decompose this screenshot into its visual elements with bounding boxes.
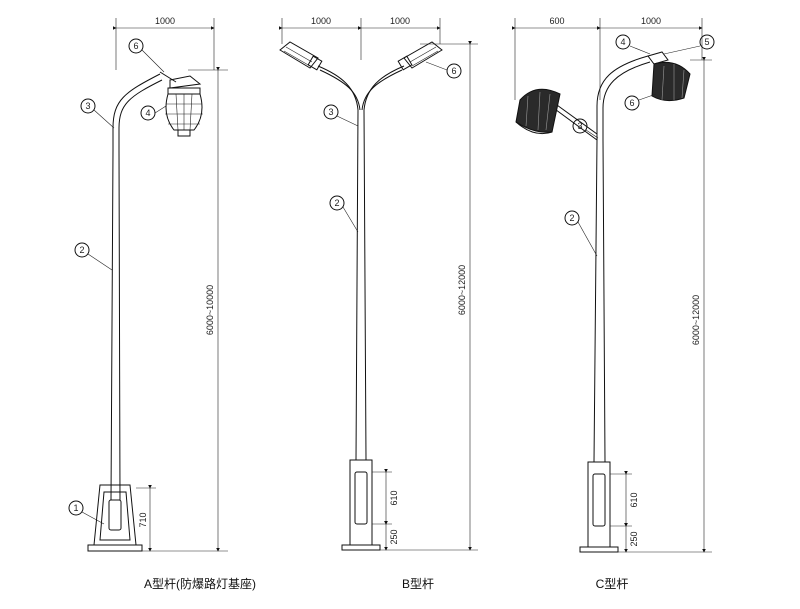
pole-c-arm-right: 1000 [641, 16, 661, 26]
callout-b-3: 3 [323, 104, 359, 127]
pole-b-base-gap: 250 [389, 529, 399, 544]
pole-b-base [341, 459, 381, 551]
pole-c-base [579, 461, 619, 553]
svg-text:3: 3 [328, 107, 333, 117]
svg-text:2: 2 [569, 213, 574, 223]
callout-a-4: 6 [128, 38, 165, 73]
svg-text:2: 2 [334, 198, 339, 208]
callout-a-6: 4 [140, 105, 167, 121]
callout-a-1: 1 [68, 500, 105, 525]
pole-a-base [87, 484, 143, 552]
pole-b-door-height: 610 [389, 490, 399, 505]
pole-a-height: 6000~10000 [205, 285, 215, 335]
callout-a-3: 3 [80, 98, 115, 129]
pole-c-arm-left: 600 [549, 16, 564, 26]
callout-c-5: 5 [663, 34, 715, 55]
pole-b: 1000 1000 6000 [279, 16, 478, 591]
pole-c: 600 1000 [512, 16, 715, 591]
caption-pole-a: A型杆(防爆路灯基座) [144, 576, 256, 591]
caption-pole-c: C型杆 [596, 577, 629, 591]
pole-a-base-height: 710 [138, 512, 148, 527]
svg-text:3: 3 [577, 121, 582, 131]
callout-b-6: 6 [425, 61, 462, 79]
pole-c-base-gap: 250 [629, 531, 639, 546]
dome-lamp-right-icon [647, 51, 691, 102]
callout-c-2: 2 [564, 210, 598, 257]
pole-b-arm-right: 1000 [390, 16, 410, 26]
svg-text:2: 2 [79, 245, 84, 255]
pole-c-height: 6000~12000 [691, 295, 701, 345]
pole-b-height: 6000~12000 [457, 265, 467, 315]
svg-text:5: 5 [704, 37, 709, 47]
callout-c-3: 3 [572, 118, 599, 139]
pole-c-door-height: 610 [629, 492, 639, 507]
svg-text:4: 4 [620, 37, 625, 47]
pole-a: 1000 6000~ [68, 16, 256, 591]
svg-text:6: 6 [133, 41, 138, 51]
svg-text:1: 1 [73, 503, 78, 513]
explosion-proof-lamp-icon [159, 71, 203, 137]
dome-lamp-left-icon [515, 88, 561, 135]
pole-b-arm-left: 1000 [311, 16, 331, 26]
svg-text:3: 3 [85, 101, 90, 111]
led-lamp-left-icon [279, 41, 323, 71]
svg-text:6: 6 [629, 98, 634, 108]
svg-text:6: 6 [451, 66, 456, 76]
led-lamp-right-icon [397, 41, 443, 71]
pole-a-arm-width: 1000 [155, 16, 175, 26]
callout-c-4: 4 [615, 34, 651, 55]
callout-c-6: 6 [624, 93, 657, 111]
caption-pole-b: B型杆 [402, 577, 434, 591]
svg-text:4: 4 [145, 108, 150, 118]
callout-a-2: 2 [74, 242, 113, 271]
callout-b-2: 2 [329, 195, 359, 233]
